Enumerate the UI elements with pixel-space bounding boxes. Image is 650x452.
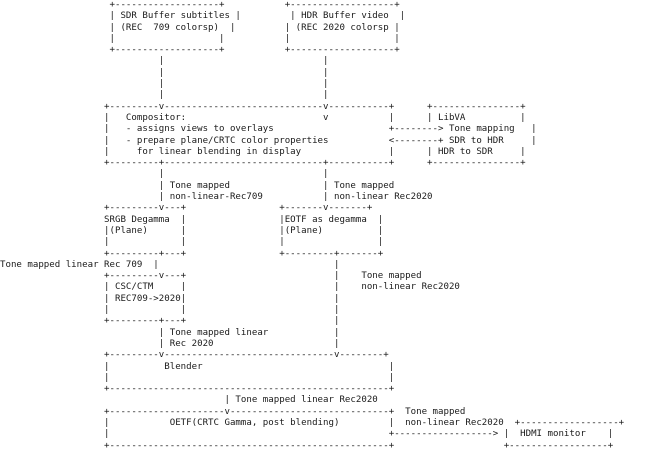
diagram-line: | CSC/CTM | | non-linear Rec2020	[0, 282, 460, 293]
diagram-line: | Tone mapped linear Rec2020	[0, 395, 378, 406]
diagram-line: | |	[0, 90, 329, 101]
diagram-line: +---------------------v-----------------…	[0, 406, 466, 417]
diagram-line: | SDR Buffer subtitles | | HDR Buffer vi…	[0, 11, 406, 22]
diagram-line: +---------------------------------------…	[0, 440, 614, 451]
document-page: +-------------------+ +-----------------…	[0, 0, 624, 451]
diagram-line: | |	[0, 67, 329, 78]
diagram-line: | non-linear-Rec709 | non-linear Rec2020	[0, 192, 433, 203]
diagram-line: +---------v-----------------------------…	[0, 350, 389, 361]
diagram-line: +---------v---+ | Tone mapped	[0, 271, 422, 282]
diagram-line: +---------v-----------------------------…	[0, 101, 526, 112]
diagram-line: | |	[0, 79, 329, 90]
diagram-line: | Rec 2020 |	[0, 338, 340, 349]
diagram-line: |(Plane) | |(Plane) |	[0, 225, 384, 236]
diagram-line: | +------------------> | HDMI monitor |	[0, 429, 614, 440]
diagram-line: | - prepare plane/CRTC color properties …	[0, 135, 537, 146]
diagram-line: | OETF(CRTC Gamma, post blending) | non-…	[0, 417, 625, 428]
diagram-line: +---------v---+ +-------v-------+	[0, 203, 373, 214]
diagram-line: | |	[0, 169, 329, 180]
diagram-line: | | | |	[0, 237, 384, 248]
diagram-line: Tone mapped linear Rec 709 | |	[0, 259, 340, 270]
diagram-line: +-------------------+ +-----------------…	[0, 0, 400, 10]
diagram-line: | - assigns views to overlays +-------->…	[0, 124, 537, 135]
diagram-line: +---------+---+ +---------+-------+	[0, 248, 384, 259]
diagram-line: +---------+---+ |	[0, 316, 340, 327]
diagram-line: | Tone mapped linear |	[0, 327, 340, 338]
diagram-line: | | | |	[0, 33, 400, 44]
diagram-line: | Blender |	[0, 361, 395, 372]
diagram-line: | (REC 709 colorsp) | | (REC 2020 colors…	[0, 22, 400, 33]
diagram-line: +---------+-----------------------------…	[0, 158, 526, 169]
diagram-line: | for linear blending in display | | HDR…	[0, 146, 526, 157]
diagram-line: | Tone mapped | Tone mapped	[0, 180, 395, 191]
diagram-line: | Compositor: v | | LibVA |	[0, 112, 526, 123]
diagram-line: +-------------------+ +-----------------…	[0, 45, 400, 56]
diagram-line: | REC709->2020| |	[0, 293, 340, 304]
diagram-line: SRGB Degamma | |EOTF as degamma |	[0, 214, 384, 225]
diagram-line: +---------------------------------------…	[0, 384, 395, 395]
diagram-line: | |	[0, 372, 395, 383]
diagram-line: | |	[0, 56, 329, 67]
diagram-line: | | |	[0, 305, 340, 316]
